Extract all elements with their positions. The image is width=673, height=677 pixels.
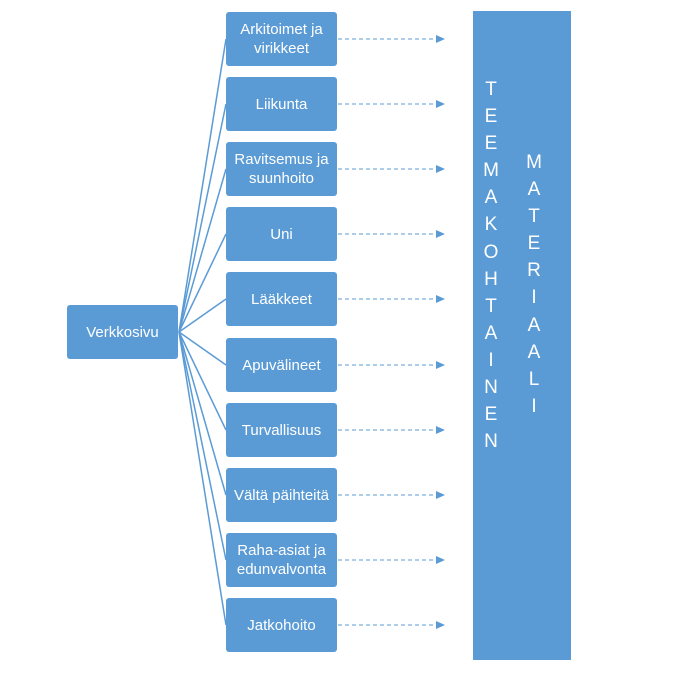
topic-label: Ravitsemus ja suunhoito — [234, 151, 329, 187]
topic-label: Arkitoimet ja virikkeet — [240, 21, 323, 57]
fan-connector — [178, 168, 227, 333]
fan-connector — [178, 233, 227, 333]
topic-node-ravitsemus: Ravitsemus ja suunhoito — [226, 142, 337, 196]
material-panel — [473, 11, 571, 660]
topic-node-laakkeet: Lääkkeet — [226, 272, 337, 326]
topic-node-arkitoimet: Arkitoimet ja virikkeet — [226, 12, 337, 66]
arrowhead — [436, 621, 445, 629]
arrowhead — [436, 35, 445, 43]
arrowhead — [436, 361, 445, 369]
root-node-label: Verkkosivu — [86, 323, 159, 341]
fan-connector — [178, 331, 227, 496]
topic-node-turvallisuus: Turvallisuus — [226, 403, 337, 457]
fan-connector — [178, 103, 227, 333]
fan-connector — [178, 331, 227, 561]
topic-node-apuvalineet: Apuvälineet — [226, 338, 337, 392]
fan-connector — [178, 331, 227, 366]
fan-connector — [178, 331, 227, 626]
arrowhead — [436, 100, 445, 108]
topic-label: Raha-asiat ja edunvalvonta — [236, 542, 327, 578]
fan-connector — [178, 298, 227, 333]
topic-node-liikunta: Liikunta — [226, 77, 337, 131]
topic-label: Uni — [270, 225, 293, 243]
topic-label: Apuvälineet — [242, 356, 321, 374]
topic-label: Liikunta — [255, 95, 308, 113]
fan-connector — [178, 38, 227, 333]
topic-node-valta-paihteita: Vältä päihteitä — [226, 468, 337, 522]
arrowhead — [436, 491, 445, 499]
topic-node-jatkohoito: Jatkohoito — [226, 598, 337, 652]
topic-node-uni: Uni — [226, 207, 337, 261]
arrowhead — [436, 230, 445, 238]
root-node-verkkosivu: Verkkosivu — [67, 305, 178, 359]
arrowhead — [436, 165, 445, 173]
topic-label: Vältä päihteitä — [233, 486, 330, 504]
topic-node-raha-asiat: Raha-asiat ja edunvalvonta — [226, 533, 337, 587]
topic-label: Lääkkeet — [251, 290, 312, 308]
arrowhead — [436, 556, 445, 564]
topic-label: Turvallisuus — [241, 421, 322, 439]
fan-connector — [178, 331, 227, 431]
topic-label: Jatkohoito — [247, 616, 316, 634]
arrowhead — [436, 295, 445, 303]
arrowhead — [436, 426, 445, 434]
